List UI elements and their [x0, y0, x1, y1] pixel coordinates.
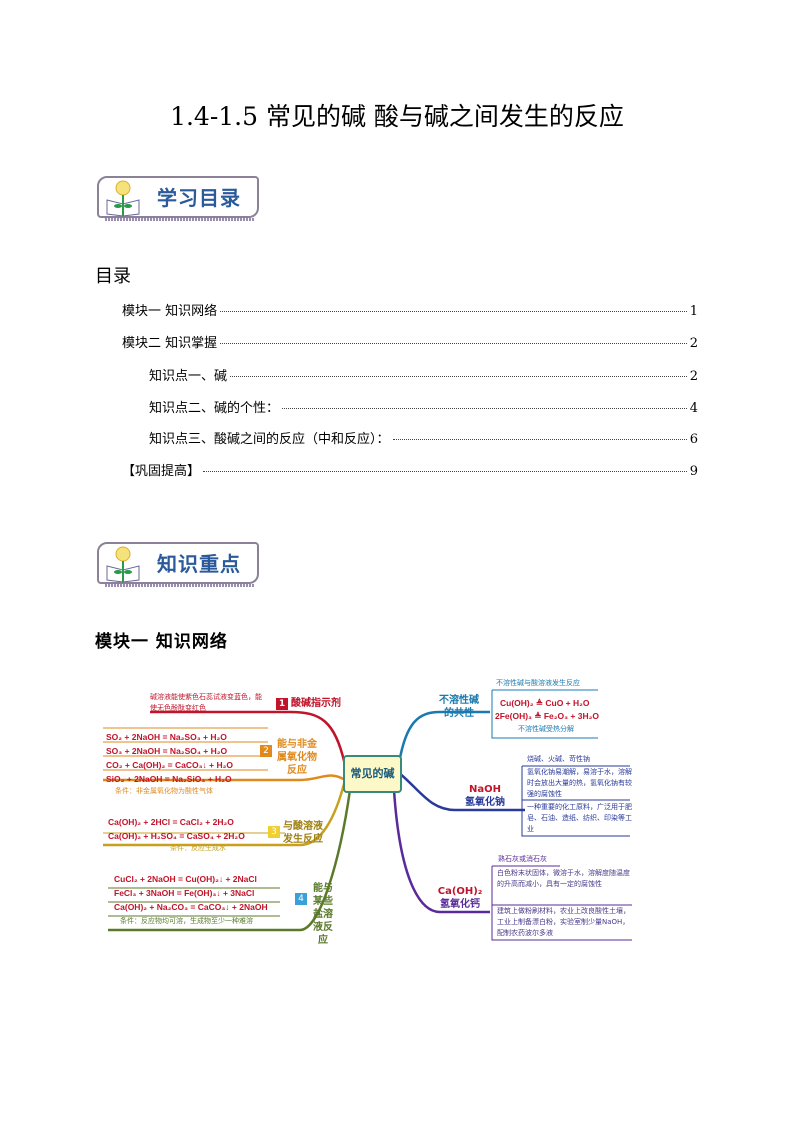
naoh-note: 一种重要的化工原料，广泛用于肥皂、石油、造纸、纺织、印染等工业 [527, 803, 632, 833]
formula: FeCl₃ + 3NaOH = Fe(OH)₃↓ + 3NaCl [114, 888, 255, 898]
mind-map-center-node: 常见的碱 [343, 755, 402, 793]
book-lightbulb-icon [106, 180, 140, 217]
naoh-names: 烧碱、火碱、苛性钠 [527, 755, 590, 763]
insoluble-base-bottom-note: 不溶性碱受热分解 [518, 725, 574, 733]
book-lightbulb-icon [106, 546, 140, 583]
indicator-note: 碱溶液能使紫色石蕊试液变蓝色，能使无色酚酞变红色 [150, 693, 262, 712]
toc-heading: 目录 [95, 266, 131, 287]
condition-note: 条件：反应生成水 [170, 844, 226, 852]
caoh2-note: 建筑上做粉刷材料，农业上改良酸性土壤，工业上制备漂白粉，实验室制少量NaOH，配… [497, 907, 630, 937]
formula: SO₃ + 2NaOH = Na₂SO₄ + H₂O [106, 746, 228, 756]
formula: SiO₂ + 2NaOH = Na₂SiO₃ + H₂O [106, 774, 232, 784]
page-title: 1.4-1.5 常见的碱 酸与碱之间发生的反应 [170, 102, 624, 131]
branch-number-badge: 2 [260, 745, 272, 757]
insoluble-base-top-note: 不溶性碱与酸溶液发生反应 [496, 679, 580, 687]
condition-note: 条件：反应物均可溶，生成物至少一种难溶 [120, 917, 253, 925]
condition-note: 条件：非金属氧化物为酸性气体 [115, 787, 213, 795]
banner-label: 知识重点 [157, 552, 241, 576]
branch-insoluble-base: 不溶性碱的共性 [439, 695, 479, 719]
formula: SO₂ + 2NaOH = Na₂SO₃ + H₂O [106, 732, 227, 742]
banner-label: 学习目录 [157, 186, 241, 210]
branch-salt-reaction: 能与某些盐溶液反应 [313, 883, 333, 946]
banner-study-contents: 学习目录 [95, 172, 260, 222]
branch-nonmetal-oxide: 能与非金属氧化物反应 [277, 739, 317, 776]
module-heading: 模块一 知识网络 [95, 632, 228, 652]
caoh2-note: 白色粉末状固体，微溶于水，溶解度随温度的升高而减小，具有一定的腐蚀性 [497, 869, 630, 888]
formula: Ca(OH)₂ + 2HCl = CaCl₂ + 2H₂O [108, 817, 234, 827]
caoh2-names: 熟石灰或消石灰 [498, 855, 547, 863]
formula: Cu(OH)₂ ≜ CuO + H₂O [500, 698, 590, 708]
branch-number-badge: 3 [268, 826, 280, 838]
branch-number-badge: 4 [295, 893, 307, 905]
toc-entry[interactable]: 【巩固提高】9 [122, 464, 698, 479]
branch-acid-reaction: 与酸溶液发生反应 [283, 821, 323, 845]
banner-key-points: 知识重点 [95, 538, 260, 588]
naoh-note: 氢氧化钠易潮解，易溶于水，溶解时会放出大量的热，氢氧化钠有较强的腐蚀性 [527, 768, 632, 798]
formula: Ca(OH)₂ + Na₂CO₃ = CaCO₃↓ + 2NaOH [114, 902, 268, 912]
formula: CO₂ + Ca(OH)₂ = CaCO₃↓ + H₂O [106, 760, 233, 770]
formula: Ca(OH)₂ + H₂SO₄ = CaSO₄ + 2H₂O [108, 831, 245, 841]
toc-entry[interactable]: 知识点三、酸碱之间的反应（中和反应）：6 [149, 432, 698, 447]
toc-entry[interactable]: 知识点二、碱的个性：4 [149, 401, 698, 416]
formula: 2Fe(OH)₃ ≜ Fe₂O₃ + 3H₂O [495, 711, 600, 721]
formula: CuCl₂ + 2NaOH = Cu(OH)₂↓ + 2NaCl [114, 874, 257, 884]
